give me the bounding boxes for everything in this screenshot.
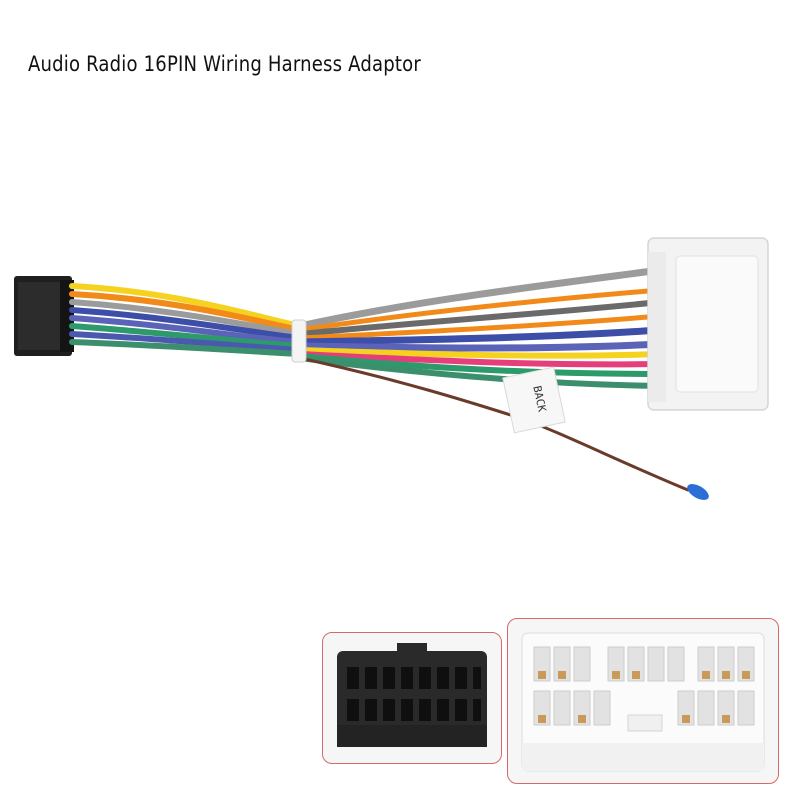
inset-black-connector: [322, 632, 502, 764]
wire-bundle: [69, 266, 690, 492]
white-connector-icon: [647, 237, 769, 411]
back-label-text: BACK: [530, 385, 548, 414]
product-title: Audio Radio 16PIN Wiring Harness Adaptor: [28, 52, 421, 76]
inset-white-connector: [507, 618, 779, 784]
blue-bullet-connector-icon: [687, 484, 709, 500]
white-oem-connector-icon: [521, 632, 765, 772]
black-connector-icon: [14, 276, 74, 356]
back-label-tag: BACK: [502, 366, 566, 434]
cable-tie: [291, 319, 307, 363]
black-16pin-connector-icon: [337, 643, 487, 747]
